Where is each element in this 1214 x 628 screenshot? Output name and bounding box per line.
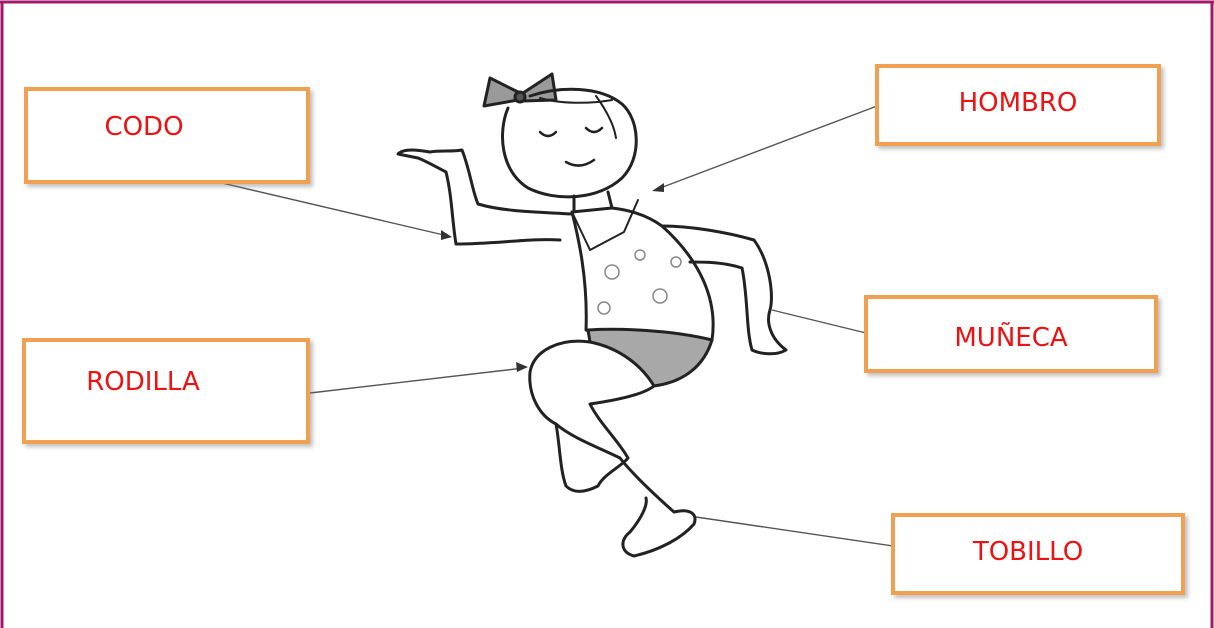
girl-figure-illustration bbox=[398, 74, 786, 556]
label-muneca: MUÑECA bbox=[868, 325, 1154, 351]
eye-left bbox=[540, 132, 556, 136]
label-rodilla: RODILLA bbox=[3, 369, 283, 395]
mouth bbox=[566, 160, 594, 166]
connector-tobillo bbox=[696, 517, 893, 546]
label-box-muneca[interactable]: MUÑECA bbox=[864, 295, 1158, 373]
shorts bbox=[588, 329, 712, 386]
label-hombro: HOMBRO bbox=[879, 90, 1157, 116]
hair-lines bbox=[540, 96, 616, 138]
label-box-hombro[interactable]: HOMBRO bbox=[875, 64, 1161, 146]
connector-lines bbox=[222, 106, 893, 546]
hair-bow bbox=[484, 74, 556, 106]
connector-codo bbox=[222, 183, 452, 240]
connector-rodilla bbox=[310, 362, 528, 393]
head bbox=[503, 89, 637, 197]
label-codo: CODO bbox=[5, 114, 283, 140]
connector-muneca bbox=[772, 310, 866, 333]
label-tobillo: TOBILLO bbox=[885, 539, 1171, 565]
connector-hombro bbox=[652, 106, 877, 192]
label-box-codo[interactable]: CODO bbox=[24, 87, 310, 184]
label-box-rodilla[interactable]: RODILLA bbox=[22, 338, 310, 444]
eye-right bbox=[586, 128, 602, 132]
label-box-tobillo[interactable]: TOBILLO bbox=[891, 513, 1185, 595]
